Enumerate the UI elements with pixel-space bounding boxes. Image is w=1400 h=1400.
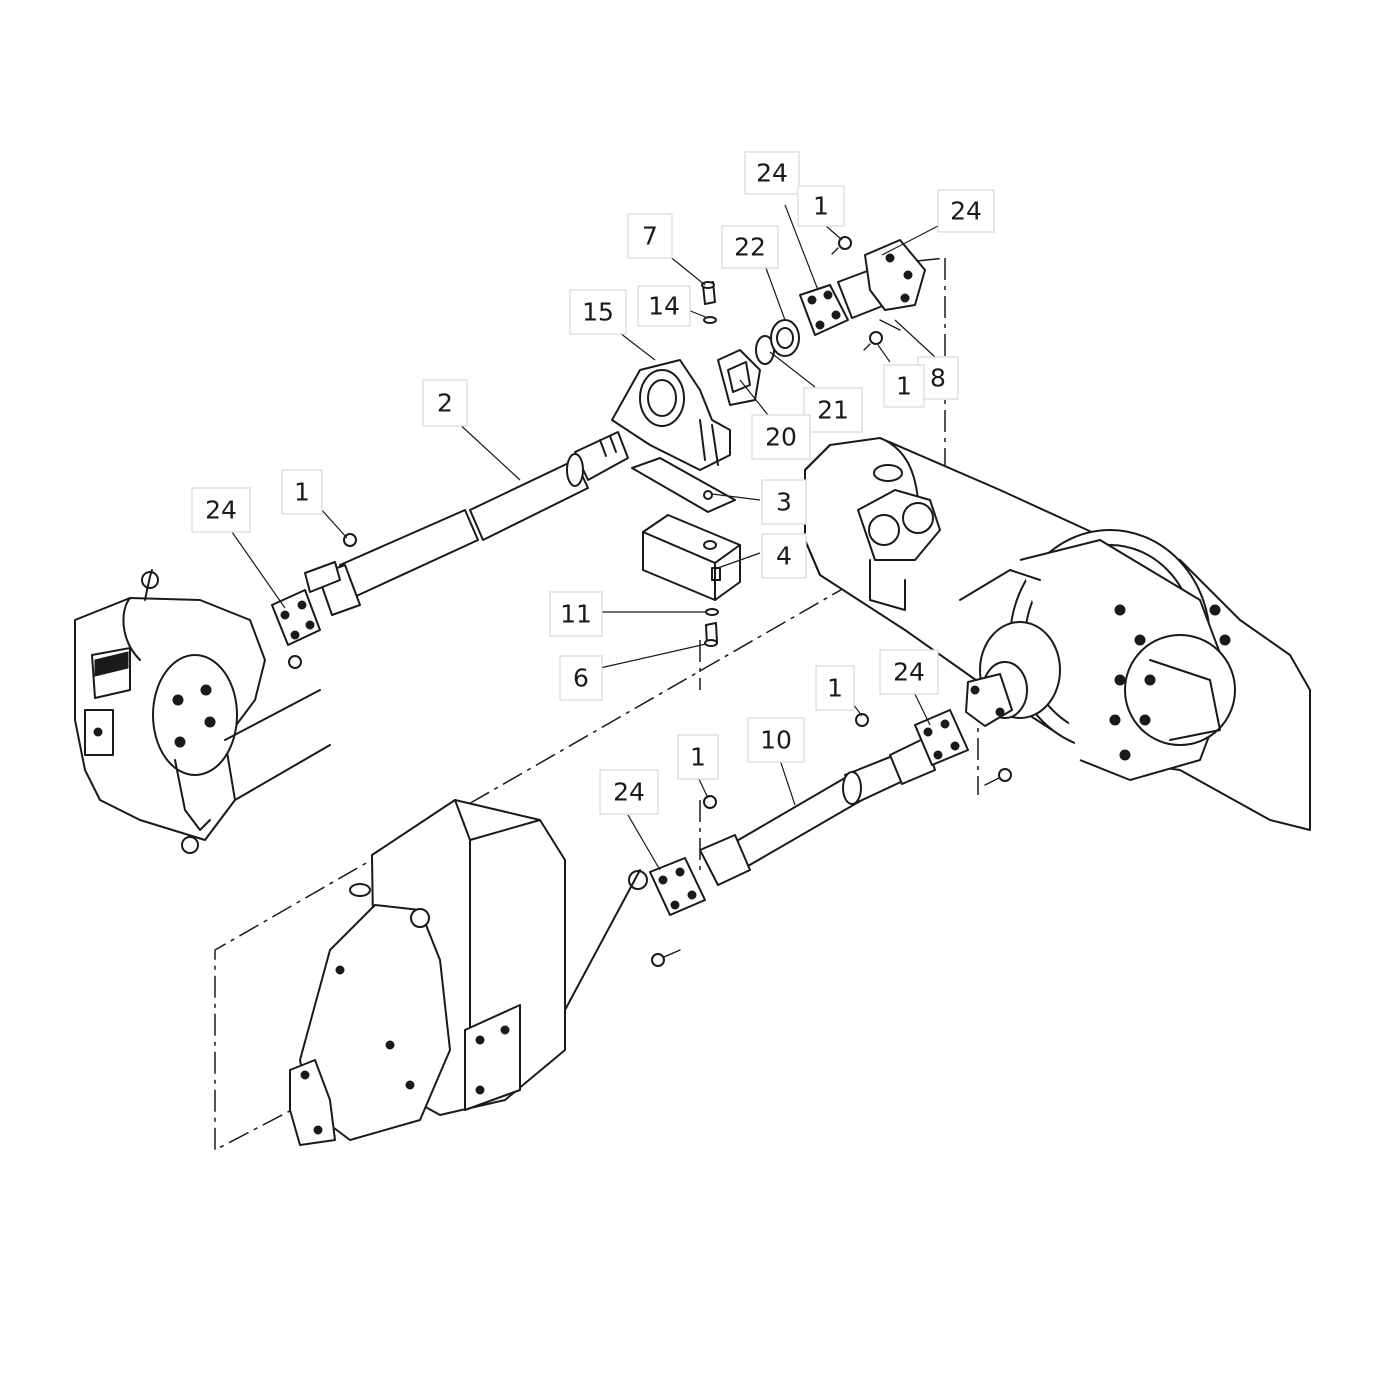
rear-axle-housing — [804, 437, 1311, 831]
bolt-7 — [701, 281, 716, 305]
callout-4: 4 — [761, 533, 807, 579]
washer-14 — [703, 316, 717, 324]
bolt-1-right — [863, 331, 883, 351]
callout-label: 2 — [437, 389, 453, 418]
callout-label: 8 — [930, 364, 946, 393]
support-block-4 — [642, 514, 741, 601]
callout-label: 1 — [827, 674, 843, 703]
callout-10: 10 — [747, 717, 805, 763]
callout-label: 24 — [205, 496, 237, 525]
flex-coupling-lower — [649, 857, 706, 916]
washer-11 — [705, 608, 719, 616]
callout-1-lower: 1 — [677, 734, 719, 780]
propshaft-2 — [304, 431, 629, 616]
callout-label: 20 — [765, 423, 797, 452]
callout-label: 24 — [613, 778, 645, 807]
callout-label: 15 — [582, 298, 614, 327]
callout-1-top: 1 — [797, 185, 845, 227]
callout-3: 3 — [761, 479, 807, 525]
callout-label: 10 — [760, 726, 792, 755]
leader-lines — [231, 204, 941, 871]
callout-8: 8 — [917, 356, 959, 400]
transmission-housing — [74, 569, 331, 854]
callout-label: 6 — [573, 664, 589, 693]
bolt-lower-coupling — [651, 949, 681, 967]
callout-6: 6 — [559, 655, 603, 701]
callout-14: 14 — [637, 285, 691, 327]
callout-11: 11 — [549, 591, 603, 637]
propshaft-10 — [699, 737, 936, 886]
callout-label: 24 — [950, 197, 982, 226]
callout-24-lower: 24 — [599, 769, 659, 815]
callout-label: 24 — [756, 159, 788, 188]
callout-label: 1 — [813, 192, 829, 221]
center-bearing-15 — [611, 359, 731, 471]
bolt-1-lower — [703, 795, 717, 809]
callout-24-top: 24 — [744, 151, 800, 195]
flex-coupling-mid-right — [914, 709, 969, 766]
callout-24-top-right: 24 — [937, 189, 995, 233]
bolt-1-mid-right — [855, 713, 869, 727]
flex-coupling-left — [271, 589, 321, 669]
callout-label: 14 — [648, 292, 680, 321]
bearing-22 — [770, 319, 800, 357]
callout-7: 7 — [627, 213, 673, 259]
callout-1-right: 1 — [883, 364, 925, 408]
callout-label: 7 — [642, 222, 658, 251]
callout-1-mid-right: 1 — [815, 665, 855, 711]
callout-label: 3 — [776, 488, 792, 517]
callout-label: 11 — [560, 600, 592, 629]
callout-21: 21 — [803, 387, 863, 433]
callout-label: 1 — [294, 478, 310, 507]
bolt-6 — [704, 622, 718, 647]
callout-22: 22 — [721, 225, 779, 269]
callout-20: 20 — [751, 414, 811, 460]
callout-15: 15 — [569, 289, 627, 335]
callout-label: 21 — [817, 396, 849, 425]
callout-label: 24 — [893, 658, 925, 687]
transfer-box — [289, 799, 648, 1146]
callout-label: 1 — [896, 372, 912, 401]
bolt-rear-pinion — [984, 768, 1012, 786]
callout-label: 1 — [690, 743, 706, 772]
bolt-8 — [879, 319, 901, 331]
callout-label: 4 — [776, 542, 792, 571]
callout-1-left: 1 — [281, 469, 323, 515]
shim-plate-3 — [631, 457, 736, 513]
flex-coupling-top-right — [864, 239, 926, 311]
flange-bolts — [1109, 604, 1231, 761]
callout-label: 22 — [734, 233, 766, 262]
callout-24-left: 24 — [191, 487, 251, 533]
callout-24-mid-right: 24 — [879, 649, 939, 695]
callout-2: 2 — [422, 379, 468, 427]
callouts: 24 1 24 7 22 14 15 8 — [191, 151, 995, 815]
